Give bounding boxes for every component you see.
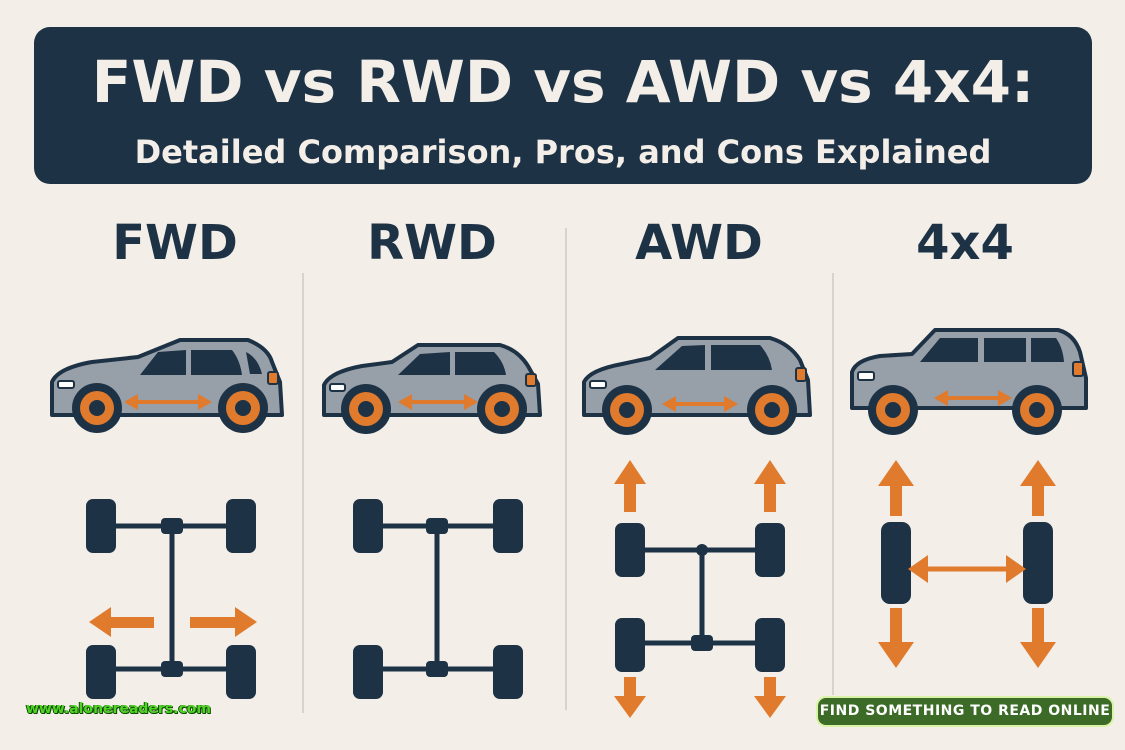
fwd-drivetrain-diagram (86, 499, 257, 699)
title-banner: FWD vs RWD vs AWD vs 4x4: Detailed Compa… (34, 27, 1092, 184)
page-subtitle: Detailed Comparison, Pros, and Cons Expl… (134, 133, 992, 171)
fwd-car-icon (50, 338, 284, 433)
4x4-drivetrain-diagram (878, 460, 1056, 668)
rwd-car-icon (322, 343, 542, 434)
heading-awd: AWD (635, 215, 763, 271)
page-title: FWD vs RWD vs AWD vs 4x4: (91, 48, 1035, 116)
heading-fwd: FWD (112, 215, 238, 271)
awd-drivetrain-diagram (614, 460, 786, 718)
divider-3 (832, 273, 834, 695)
website-watermark[interactable]: www.alonereaders.com (26, 701, 211, 717)
divider-1 (302, 273, 304, 713)
awd-car-icon (582, 336, 812, 435)
tagline-badge: FIND SOMETHING TO READ ONLINE (818, 698, 1112, 725)
heading-4x4: 4x4 (916, 215, 1014, 271)
rwd-drivetrain-diagram (353, 499, 523, 699)
4x4-car-icon (850, 328, 1088, 435)
divider-2 (565, 228, 567, 710)
heading-rwd: RWD (367, 215, 497, 271)
